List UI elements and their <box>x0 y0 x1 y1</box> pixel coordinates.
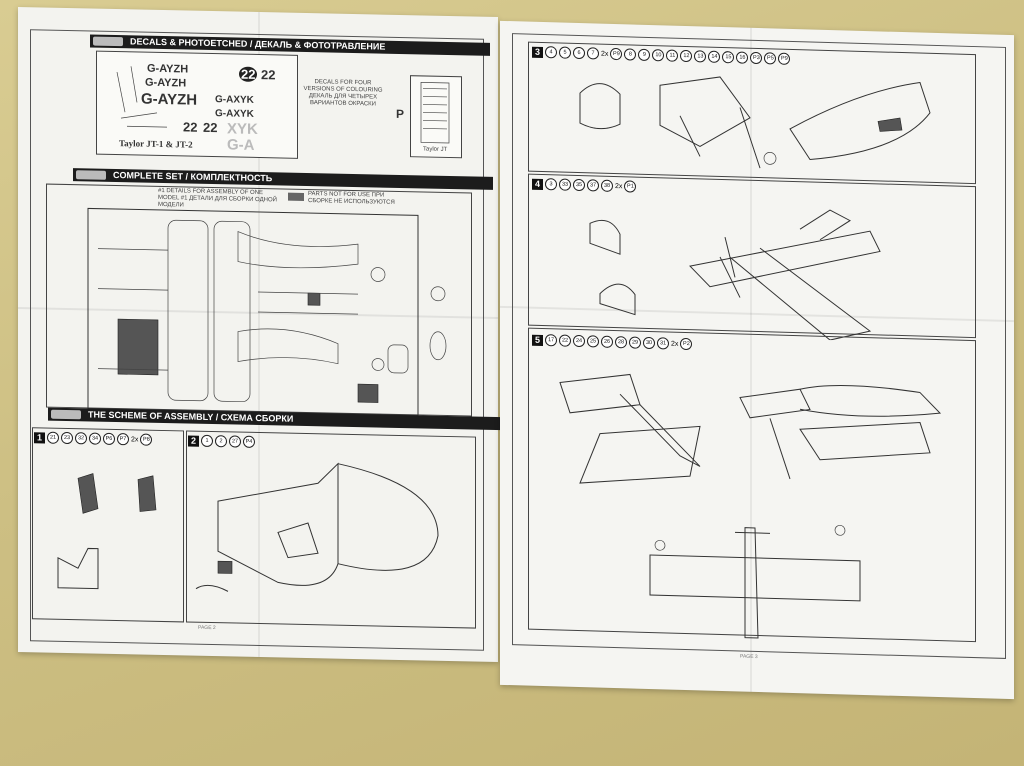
decal-note: DECALS FOR FOUR VERSIONS OF COLOURING ДЕ… <box>303 79 383 108</box>
step-3-drawing <box>579 76 931 169</box>
step-5-drawing <box>559 373 942 639</box>
photoetch-caption: Taylor JT <box>423 146 448 153</box>
decal-markings <box>116 66 167 128</box>
photoetch-fret: Taylor JT <box>410 75 462 159</box>
page-number: PAGE 3 <box>740 653 758 661</box>
assembly-drawings-left <box>57 462 439 592</box>
page-number: PAGE 2 <box>198 624 216 632</box>
decal-sheet: G-AYZH G-AYZH G-AYZH G-AXYK G-AXYK XYK G… <box>96 50 298 159</box>
sprue-diagram <box>87 207 447 416</box>
instruction-page-right: 3 4 5 6 7 2x P9 8 9 10 11 12 13 14 15 16… <box>500 20 1014 700</box>
photoetch-letter: P <box>396 106 405 122</box>
step-4-drawing <box>589 209 881 341</box>
photoetch-parts <box>420 82 450 144</box>
instruction-page-left: DECALS & PHOTOETCHED / ДЕКАЛЬ & ФОТОТРАВ… <box>18 6 508 663</box>
brand-logo <box>51 409 81 420</box>
brand-logo <box>93 36 123 47</box>
